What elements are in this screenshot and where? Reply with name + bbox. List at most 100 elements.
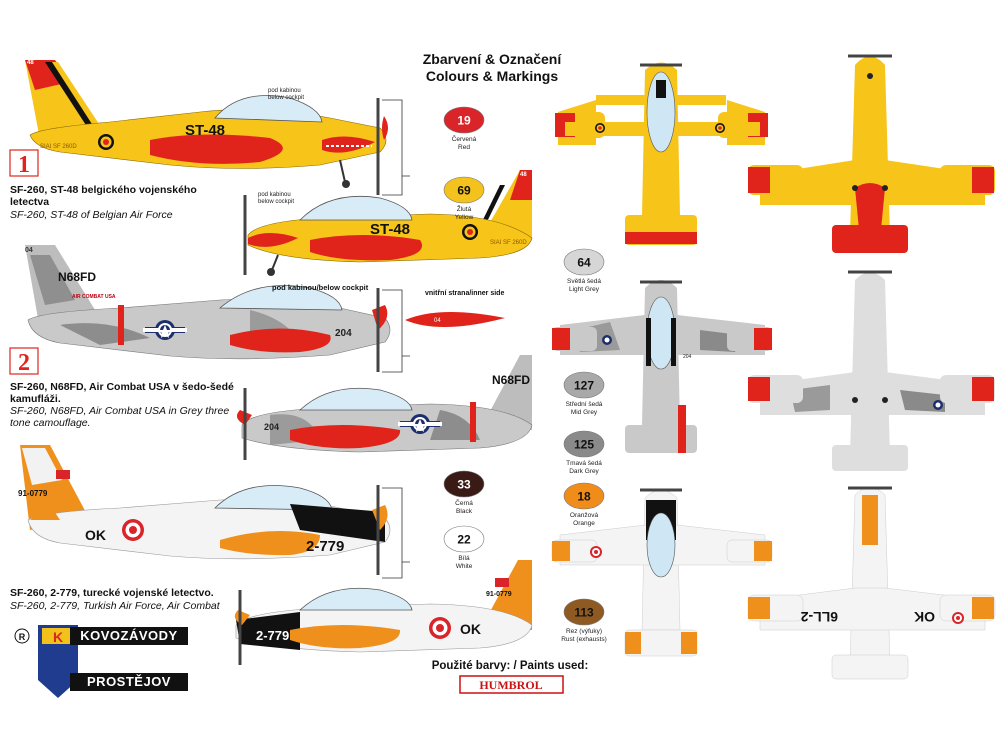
paint-name-en: Light Grey [569, 286, 600, 293]
scheme-2-drop-tank [405, 311, 505, 328]
paint-swatch-color [443, 106, 485, 134]
logo-line2: PROSTĚJOV [70, 673, 188, 691]
scheme-2-side-view-right [236, 355, 533, 460]
paint-name-cz: Žlutá [457, 204, 472, 213]
scheme-2-badge: 2 [9, 347, 39, 376]
scheme-3-bottom-view [747, 486, 996, 680]
scheme-2-title-cz: SF-260, N68FD, Air Combat USA v šedo-šed… [10, 381, 234, 405]
scheme-2-code-right: N68FD [492, 373, 530, 387]
humbrol-badge: HUMBROL [459, 675, 564, 694]
scheme-3-title-cz: SF-260, 2-779, turecké vojenské letectvo… [10, 587, 214, 599]
scheme-1-side-view-right [243, 170, 533, 276]
scheme-3-top-view [551, 488, 773, 657]
scheme-3-tail-number-left: 91-0779 [18, 489, 48, 498]
scheme-1-title-en: SF-260, ST-48 of Belgian Air Force [10, 209, 173, 221]
scheme-1-number: 1 [18, 152, 30, 178]
paint-swatch-color [443, 525, 485, 553]
scheme-3-code-right: 2-779 [256, 628, 289, 643]
scheme-2-fuselage-number-left: 204 [335, 328, 352, 339]
scheme-3-mirror-code: 6LL-2 [800, 609, 838, 625]
scheme-3-ok-right: OK [460, 621, 481, 637]
paint-number: 64 [577, 256, 591, 270]
paint-name-en: Black [456, 508, 473, 515]
paint-name-en: White [456, 563, 473, 570]
scheme-2-logo-text: AIR COMBAT USA [72, 294, 116, 300]
header-title-en: Colours & Markings [425, 68, 559, 84]
scheme-1-note-left-1: pod kabinou [268, 88, 301, 94]
scheme-3-side-view-left [20, 445, 391, 575]
scheme-1-top-view [555, 62, 768, 245]
scheme-1-code-left: ST-48 [185, 122, 225, 139]
scheme-1-title-cz: SF-260, ST-48 belgického vojenského lete… [10, 184, 197, 208]
scheme-2-top-view: 204 [552, 280, 772, 453]
scheme-3-bracket [382, 487, 410, 579]
scheme-1-tail-text-right: SIAI SF 260D [490, 240, 527, 246]
scheme-2-note: pod kabinou/below cockpit [272, 283, 369, 292]
scheme-2-bracket [382, 289, 410, 373]
scheme-1-tail-text-left: SIAI SF 260D [40, 144, 77, 150]
paint-swatch-color [443, 470, 485, 498]
paint-name-cz: Rez (výfuky) [566, 628, 602, 635]
logo-line1: KOVOZÁVODY [70, 627, 188, 645]
scheme-3-ok-left: OK [85, 527, 106, 543]
scheme-1-badge: 1 [9, 149, 39, 178]
paint-name-cz: Černá [455, 498, 473, 507]
paint-name-en: Dark Grey [569, 468, 599, 475]
logo-mark: K [53, 629, 63, 645]
paint-name-en: Orange [573, 520, 595, 527]
paint-number: 113 [574, 606, 594, 620]
scheme-1-note-left-2: below cockpit [268, 95, 304, 101]
paint-swatch-color [563, 430, 605, 458]
scheme-1-code-right: ST-48 [370, 221, 410, 238]
scheme-1-side-view-left [25, 60, 388, 195]
paint-name-cz: Střední šedá [566, 401, 603, 408]
paint-name-cz: Bílá [458, 555, 470, 562]
scheme-3-mirror-ok: OK [914, 609, 935, 625]
paints-used-label: Použité barvy: / Paints used: [431, 660, 589, 672]
scheme-2-tail-number-left: 04 [25, 247, 33, 254]
paint-swatch-color [443, 176, 485, 204]
scheme-3-side-view-right [234, 560, 533, 665]
scheme-1-tail-number-left: 48 [27, 60, 34, 66]
humbrol-text: HUMBROL [479, 678, 542, 692]
scheme-1-bracket [382, 99, 410, 196]
paint-number: 18 [577, 490, 591, 504]
scheme-3-code-left: 2-779 [306, 538, 344, 555]
paint-number: 127 [574, 379, 594, 393]
paint-number: 22 [457, 533, 471, 547]
paint-number: 19 [457, 114, 471, 128]
paint-swatch-color [563, 248, 605, 276]
scheme-3-tail-number-right: 91-0779 [486, 591, 512, 598]
paint-number: 125 [574, 438, 594, 452]
scheme-2-inner-side-note: vnitřní strana/inner side [425, 290, 504, 297]
paint-name-en: Mid Grey [571, 409, 598, 416]
kovozavody-logo: K R [14, 625, 78, 698]
scheme-1-note-right-1: pod kabinou [258, 192, 291, 198]
scheme-2-fuselage-number-right: 204 [264, 422, 279, 432]
paint-name-en: Rust (exhausts) [561, 636, 607, 643]
scheme-2-code-left: N68FD [58, 270, 96, 284]
paint-swatch-color [563, 371, 605, 399]
paint-name-en: Red [458, 144, 470, 151]
scheme-2-top-fuselage-number: 204 [683, 354, 692, 360]
paint-swatch-color [563, 482, 605, 510]
paint-number: 69 [457, 184, 471, 198]
scheme-2-bottom-view [748, 270, 995, 471]
paint-number: 33 [457, 478, 471, 492]
scheme-2-number: 2 [18, 350, 30, 376]
paint-swatch-color [563, 598, 605, 626]
scheme-1-note-right-2: below cockpit [258, 199, 294, 205]
paint-name-en: Yellow [455, 214, 474, 221]
paint-name-cz: Oranžová [570, 512, 599, 519]
